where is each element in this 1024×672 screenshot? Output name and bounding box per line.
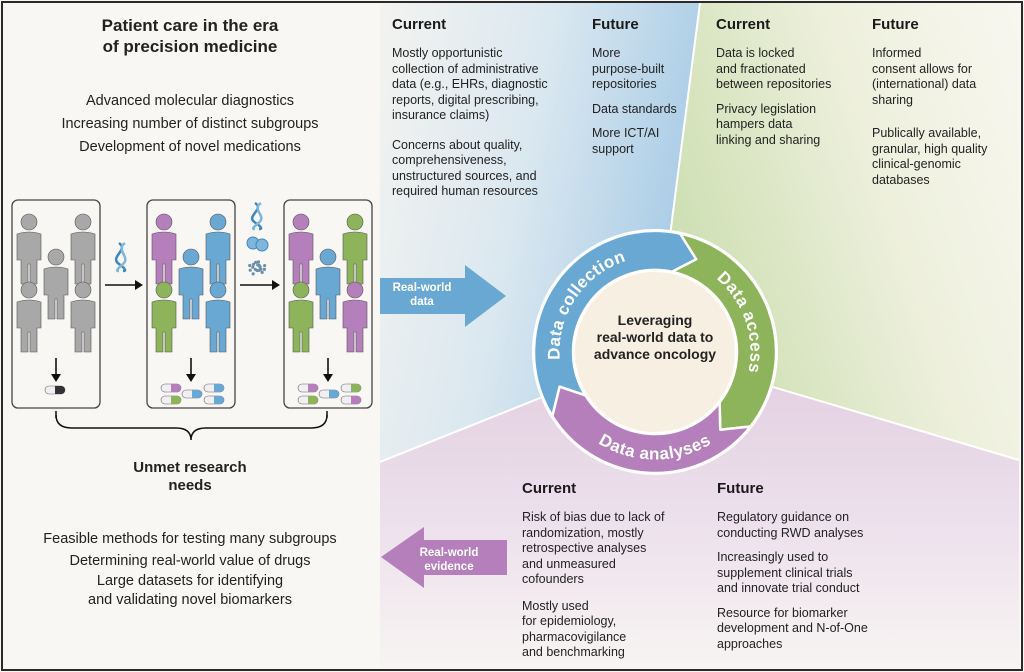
- driver-item: Increasing number of distinct subgroups: [61, 116, 319, 132]
- pill-icon: [44, 385, 66, 395]
- person-icon: [16, 281, 42, 353]
- unmet-needs-heading: Unmet research needs: [133, 459, 247, 494]
- access-current-text: Data is locked and fractionated between …: [716, 46, 832, 147]
- person-icon: [288, 213, 314, 285]
- pill-icon: [340, 383, 362, 393]
- analyses-panel: [380, 352, 1019, 668]
- unmet-need-item: Determining real-world value of drugs: [69, 553, 311, 569]
- person-icon: [151, 213, 177, 285]
- person-icon: [178, 248, 204, 320]
- pill-icon: [340, 395, 362, 405]
- flow-arrowhead: [272, 280, 280, 290]
- cycle-center: [573, 270, 737, 434]
- pill-icon: [203, 395, 225, 405]
- flow-arrowhead: [135, 280, 143, 290]
- collection-current-heading: Current: [392, 16, 447, 33]
- real-world-data-arrow: [380, 265, 506, 327]
- pill-icon: [297, 383, 319, 393]
- person-icon: [315, 248, 341, 320]
- collection-future-text: More purpose-built repositories Data sta…: [592, 46, 677, 156]
- person-icon: [288, 281, 314, 353]
- pill-icon: [318, 389, 340, 399]
- collection-future-heading: Future: [592, 16, 639, 33]
- unmet-need-item: Feasible methods for testing many subgro…: [43, 531, 337, 547]
- drivers-list: Advanced molecular diagnostics Increasin…: [10, 90, 370, 159]
- access-future-heading: Future: [872, 16, 919, 33]
- protein-cluster-icon: [248, 260, 267, 276]
- access-future-text: Informed consent allows for (internation…: [872, 46, 988, 187]
- patient-group-2: [146, 199, 236, 409]
- pill-icon: [181, 389, 203, 399]
- real-world-evidence-arrow: [381, 527, 507, 588]
- person-icon: [151, 281, 177, 353]
- unmet-needs-list: Feasible methods for testing many subgro…: [10, 528, 370, 610]
- pill-icon: [160, 395, 182, 405]
- person-icon: [205, 281, 231, 353]
- patient-groups: [11, 199, 373, 441]
- analyses-future-heading: Future: [717, 480, 764, 497]
- real-world-evidence-label: Real-world evidence: [419, 547, 479, 573]
- unmet-need-item: Large datasets for identifying and valid…: [88, 573, 292, 608]
- pill-icon: [160, 383, 182, 393]
- analyses-future-text: Regulatory guidance on conducting RWD an…: [717, 510, 868, 651]
- person-icon: [70, 281, 96, 353]
- analyses-current-heading: Current: [522, 480, 577, 497]
- real-world-data-label: Real-world data: [392, 282, 452, 308]
- driver-item: Advanced molecular diagnostics: [86, 93, 294, 109]
- person-icon: [342, 213, 368, 285]
- analyses-current-text: Risk of bias due to lack of randomizatio…: [522, 510, 665, 659]
- pill-icon: [203, 383, 225, 393]
- cell-icon: [246, 236, 269, 252]
- brace-icon: [55, 414, 328, 441]
- person-icon: [342, 281, 368, 353]
- dna-icon: [250, 201, 263, 231]
- collection-current-text: Mostly opportunistic collection of admin…: [392, 46, 548, 198]
- pill-icon: [297, 395, 319, 405]
- access-current-heading: Current: [716, 16, 771, 33]
- driver-item: Development of novel medications: [79, 139, 301, 155]
- page-title: Patient care in the era of precision med…: [101, 16, 279, 56]
- patient-group-3: [283, 199, 373, 409]
- dna-icon: [114, 241, 127, 273]
- person-icon: [43, 248, 69, 320]
- cycle-center-label: Leveraging real-world data to advance on…: [593, 312, 717, 362]
- patient-group-1: [11, 199, 101, 409]
- person-icon: [205, 213, 231, 285]
